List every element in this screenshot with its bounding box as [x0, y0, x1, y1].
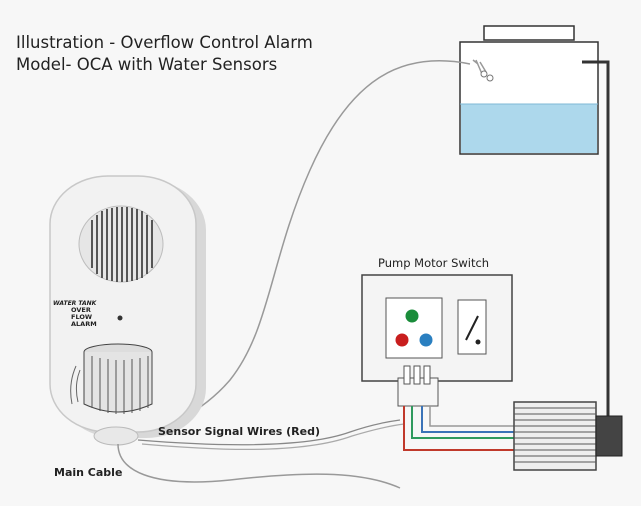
main-cable — [117, 443, 401, 489]
alarm-label-line-2: FLOW — [71, 313, 93, 321]
water-tank — [459, 25, 599, 155]
motor-pump-head — [595, 415, 623, 457]
alarm-led — [117, 315, 123, 321]
motor-body — [513, 401, 597, 471]
pump-pipe — [582, 60, 610, 430]
alarm-device — [49, 175, 206, 446]
switch-button-panel — [385, 297, 443, 359]
red-button — [395, 333, 409, 347]
wire-grey — [429, 406, 520, 427]
alarm-label-line-1: OVER — [71, 306, 91, 314]
title-line-1: Illustration - Overflow Control Alarm — [16, 33, 313, 52]
alarm-brand: WATER TANK — [53, 300, 97, 307]
tank-lid — [483, 25, 575, 41]
sensor-wires-label: Sensor Signal Wires (Red) — [158, 425, 321, 438]
green-button — [405, 309, 419, 323]
toggle-lever — [465, 315, 479, 341]
signal-wire-1 — [137, 419, 401, 446]
diagram-title: Illustration - Overflow Control Alarm Mo… — [16, 32, 313, 76]
wire-red — [403, 406, 520, 451]
pump-motor-switch — [361, 274, 513, 407]
pump-switch-label: Pump Motor Switch — [378, 256, 490, 270]
tank-sensor-probe — [472, 59, 487, 75]
alarm-tank-graphic — [70, 343, 153, 414]
pump-motor — [513, 401, 623, 471]
alarm-cable-grommet — [93, 426, 139, 446]
main-cable-label: Main Cable — [54, 466, 123, 479]
blue-button — [419, 333, 433, 347]
alarm-device-label: WATER TANK OVER FLOW ALARM — [53, 300, 113, 328]
wire-green — [411, 406, 520, 439]
title-line-2: Model- OCA with Water Sensors — [16, 55, 278, 74]
tank-water — [461, 104, 597, 153]
signal-wire-2 — [141, 423, 405, 451]
wire-blue — [421, 406, 520, 433]
alarm-label-line-3: ALARM — [71, 320, 97, 328]
